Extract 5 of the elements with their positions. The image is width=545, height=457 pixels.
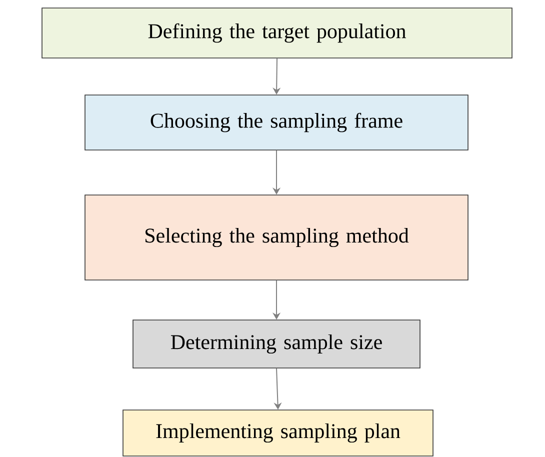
- process-box: Implementing sampling plan: [122, 410, 434, 456]
- process-box: Determining sample size: [132, 320, 420, 368]
- process-box: Defining the target population: [42, 8, 512, 58]
- process-box: Choosing the sampling frame: [84, 94, 468, 150]
- process-box: Selecting the sampling method: [84, 194, 468, 280]
